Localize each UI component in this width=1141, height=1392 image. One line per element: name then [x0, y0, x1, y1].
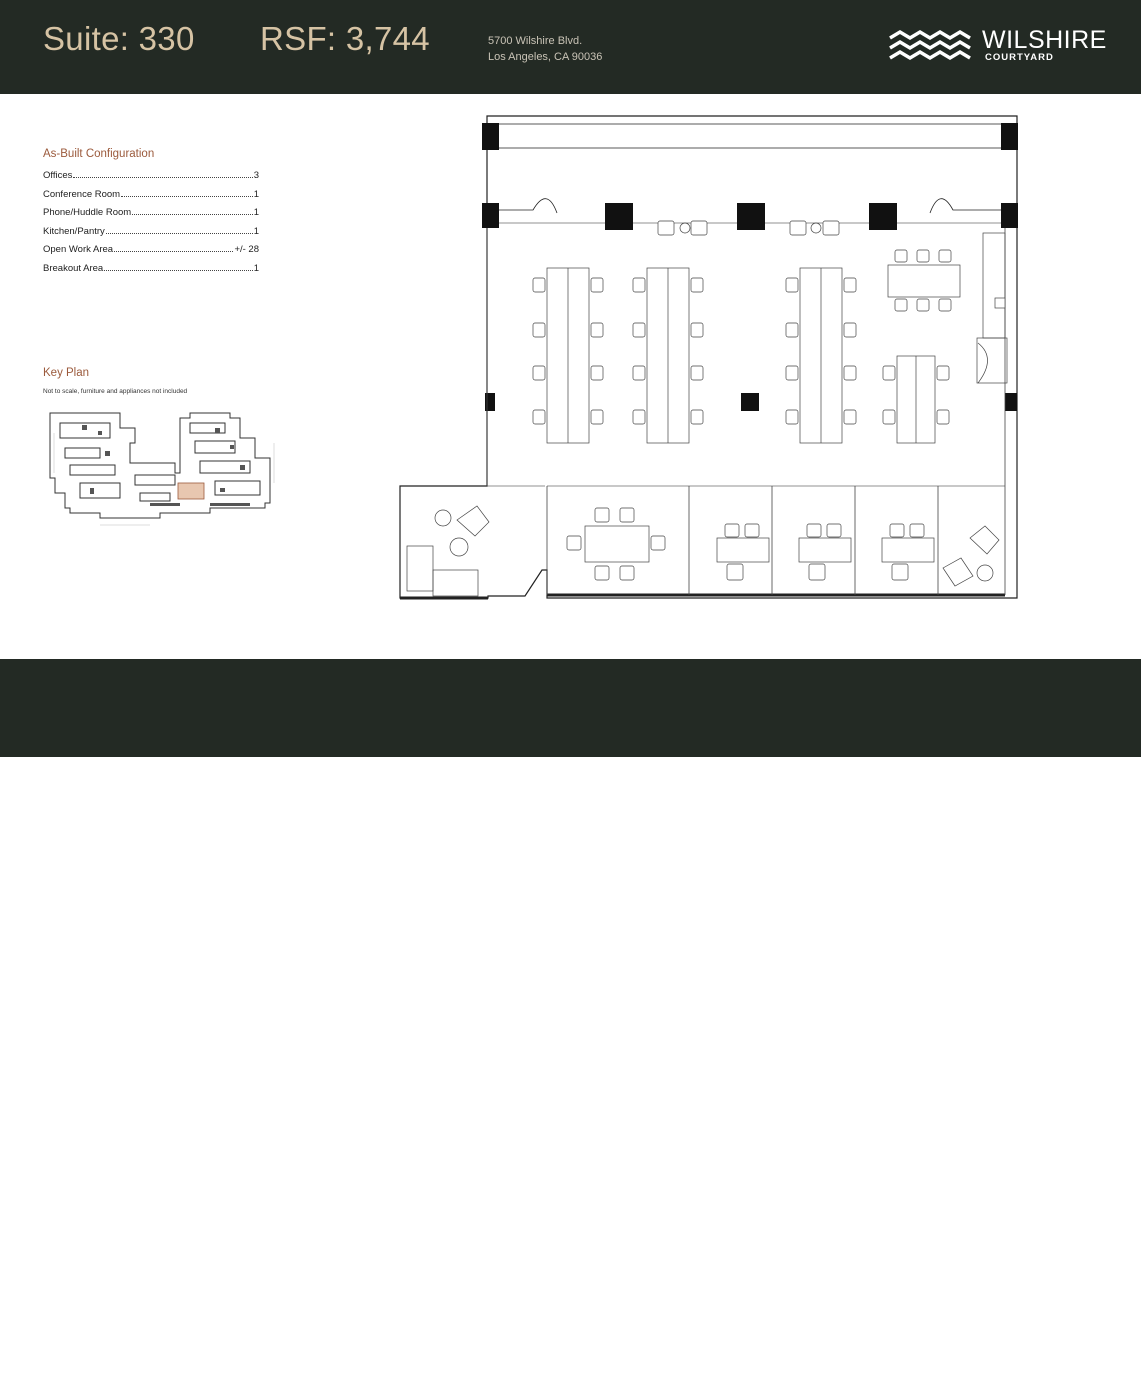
config-row: Kitchen/Pantry 1 [43, 226, 259, 245]
config-label: Phone/Huddle Room [43, 207, 132, 218]
leader-dots [114, 251, 234, 252]
onni-logo-sub: group [1068, 1377, 1086, 1384]
key-plan-map [49, 412, 275, 526]
configuration-title: As-Built Configuration [43, 148, 155, 160]
suite-number: Suite: 330 [43, 20, 195, 57]
config-row: Conference Room 1 [43, 189, 259, 208]
leader-dots [121, 195, 253, 197]
config-value: +/- 28 [234, 244, 259, 255]
config-value: 3 [253, 170, 259, 181]
key-plan-title: Key Plan [43, 367, 90, 379]
configuration-list: Offices 3 Conference Room 1 Phone/Huddle… [43, 170, 259, 281]
address-line-1: 5700 Wilshire Blvd. [488, 35, 583, 47]
config-row: Phone/Huddle Room 1 [43, 207, 259, 226]
onni-group-logo-icon: onni group ® [1004, 1347, 1109, 1392]
suite-highlight [177, 482, 205, 500]
config-label: Breakout Area [43, 262, 104, 274]
header-band: Suite: 330 RSF: 3,744 5700 Wilshire Blvd… [0, 0, 1141, 94]
leader-dots [73, 177, 253, 178]
address: 5700 Wilshire Blvd. Los Angeles, CA 9003… [488, 33, 602, 65]
config-value: 1 [253, 207, 259, 218]
registered-mark: ® [1099, 1347, 1105, 1354]
config-value: 1 [253, 225, 259, 237]
config-label: Open Work Area [43, 244, 114, 255]
config-label: Conference Room [43, 188, 121, 200]
brand-name: WILSHIRE [982, 26, 1107, 54]
leader-dots [132, 214, 253, 215]
config-value: 1 [253, 262, 259, 274]
config-label: Offices [43, 170, 73, 181]
address-line-2: Los Angeles, CA 90036 [488, 51, 603, 63]
leader-dots [104, 269, 253, 271]
wilshire-wave-logo-icon [889, 29, 971, 61]
rsf-value: RSF: 3,744 [260, 20, 430, 57]
brand-sub: COURTYARD [985, 52, 1054, 63]
config-value: 1 [253, 188, 259, 200]
key-plan-note: Not to scale, furniture and appliances n… [43, 388, 188, 395]
config-label: Kitchen/Pantry [43, 225, 105, 237]
onni-logo-word: onni [1004, 1347, 1073, 1385]
config-row: Breakout Area 1 [43, 263, 259, 282]
suite-floor-plan [399, 115, 1018, 600]
config-row: Open Work Area +/- 28 [43, 244, 259, 263]
config-row: Offices 3 [43, 170, 259, 189]
leader-dots [105, 232, 253, 234]
footer-band: onni group ® [0, 659, 1141, 1385]
wilshire-courtyard-logo: WILSHIRE COURTYARD [888, 26, 1108, 66]
